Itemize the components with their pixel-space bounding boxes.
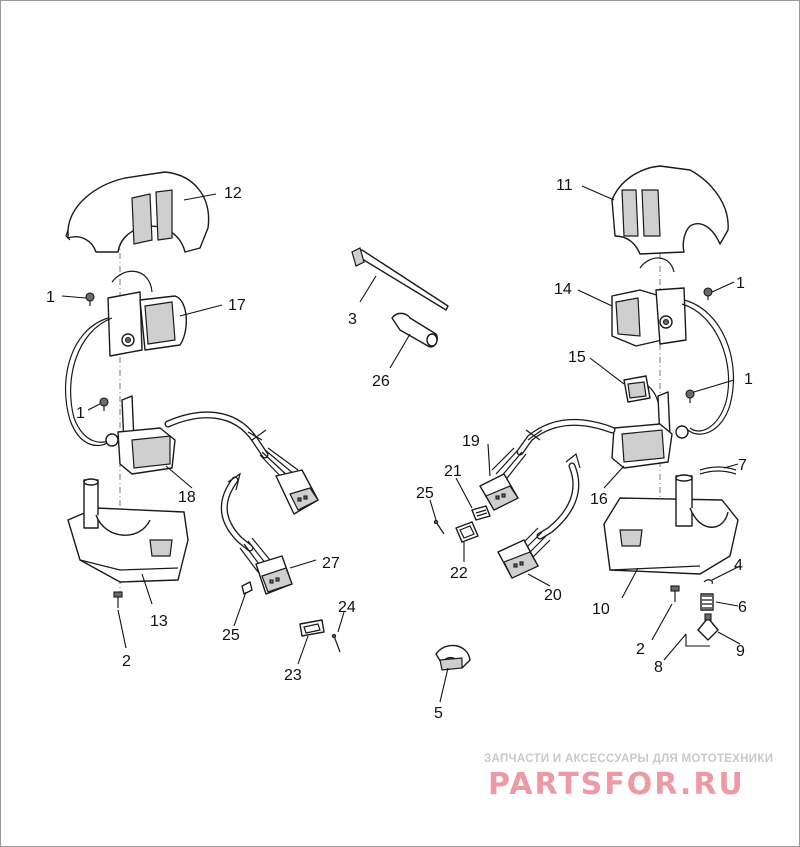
part-10-lower-housing-right xyxy=(603,474,739,575)
left-cable-arrow xyxy=(227,472,241,491)
part-6-spring xyxy=(700,593,714,611)
part-27-connector-left xyxy=(255,555,293,595)
right-cable-break xyxy=(525,429,543,441)
part-7-wire xyxy=(699,466,737,471)
callout-19: 19 xyxy=(462,433,480,450)
right-switch-assembly xyxy=(433,165,739,647)
part-4-clip xyxy=(703,579,713,585)
part-1-screw-right-mid xyxy=(685,389,695,403)
left-wire-loop-inner xyxy=(70,317,115,443)
part-24-pin-left xyxy=(331,633,341,653)
left-cable-break xyxy=(247,429,267,441)
callout-27: 27 xyxy=(322,555,340,572)
part-2-screw-left xyxy=(113,591,123,608)
left-wires-lower xyxy=(239,537,271,573)
callout-6: 6 xyxy=(738,599,747,616)
callout-2-right: 2 xyxy=(636,641,645,658)
callout-10: 10 xyxy=(592,601,610,618)
callout-3: 3 xyxy=(348,311,357,328)
callout-labels: 12 1 17 1 18 13 2 27 25 24 23 3 26 5 11 … xyxy=(46,177,753,722)
part-25-pin-left xyxy=(241,581,253,595)
part-13-lower-housing-left xyxy=(67,478,189,583)
part-22-seal-right xyxy=(455,521,479,543)
right-wire-loop-inner xyxy=(681,303,730,432)
right-cable-arrow xyxy=(565,452,581,469)
callout-1-left-upper: 1 xyxy=(46,289,55,306)
left-wires-upper xyxy=(259,447,299,483)
watermark-tagline: ЗАПЧАСТИ И АКСЕССУАРЫ ДЛЯ МОТОТЕХНИКИ xyxy=(484,753,773,765)
callout-25-left: 25 xyxy=(222,627,240,644)
callout-16: 16 xyxy=(590,491,608,508)
callout-11: 11 xyxy=(556,177,573,194)
callout-24: 24 xyxy=(338,599,356,616)
callout-17: 17 xyxy=(228,297,246,314)
part-19-connector-right xyxy=(479,473,519,511)
callout-13: 13 xyxy=(150,613,168,630)
part-8-bracket xyxy=(685,634,710,647)
part-1-screw-left-upper xyxy=(85,292,95,306)
callout-5: 5 xyxy=(434,705,443,722)
callout-14: 14 xyxy=(554,281,572,298)
right-wires-upper xyxy=(491,447,527,483)
right-wires-lower xyxy=(517,527,551,561)
connector-upper-left xyxy=(275,469,319,515)
callout-4: 4 xyxy=(734,557,743,574)
left-wire-loop xyxy=(64,317,113,447)
part-23-seal-left xyxy=(299,619,325,637)
part-12-upper-housing-left xyxy=(65,171,210,253)
callout-20: 20 xyxy=(544,587,562,604)
callout-1-left-mid: 1 xyxy=(76,405,85,422)
callout-1-right-mid: 1 xyxy=(744,371,753,388)
part-16-switch-block-right xyxy=(611,391,689,469)
callout-9: 9 xyxy=(736,643,745,660)
part-17-switch-left xyxy=(107,270,187,357)
right-wire-loop xyxy=(683,299,734,435)
callout-15: 15 xyxy=(568,349,586,366)
part-26-sleeve xyxy=(391,312,438,348)
callout-25-right: 25 xyxy=(416,485,434,502)
callout-22: 22 xyxy=(450,565,468,582)
part-1-screw-left-mid xyxy=(99,397,109,411)
callout-23: 23 xyxy=(284,667,302,684)
part-18-switch-block-left xyxy=(105,395,176,475)
part-15-plug xyxy=(623,375,661,417)
watermark-logo: PARTSFOR.RU xyxy=(488,767,745,802)
callout-18: 18 xyxy=(178,489,196,506)
part-11-upper-housing-right xyxy=(611,165,729,255)
part-20-connector-right xyxy=(497,539,539,579)
callout-26: 26 xyxy=(372,373,390,390)
left-switch-assembly xyxy=(64,171,341,653)
callout-21: 21 xyxy=(444,463,462,480)
center-parts xyxy=(351,247,471,671)
callout-8: 8 xyxy=(654,659,663,676)
part-3-cable-strap xyxy=(351,247,449,311)
callout-1-right-upper: 1 xyxy=(736,275,745,292)
part-5-clamp xyxy=(435,644,471,671)
part-25-pin-right xyxy=(433,519,445,535)
part-9-plunger xyxy=(697,613,719,641)
watermark: ЗАПЧАСТИ И АКСЕССУАРЫ ДЛЯ МОТОТЕХНИКИ PA… xyxy=(484,753,773,802)
callout-2-left: 2 xyxy=(122,653,131,670)
callout-12: 12 xyxy=(224,185,242,202)
part-14-switch-right xyxy=(611,257,687,347)
part-1-screw-right-upper xyxy=(703,287,713,300)
part-2-screw-right xyxy=(670,585,680,602)
callout-7: 7 xyxy=(738,457,747,474)
part-21-terminal-lock xyxy=(471,505,491,521)
leader-lines xyxy=(61,185,741,703)
